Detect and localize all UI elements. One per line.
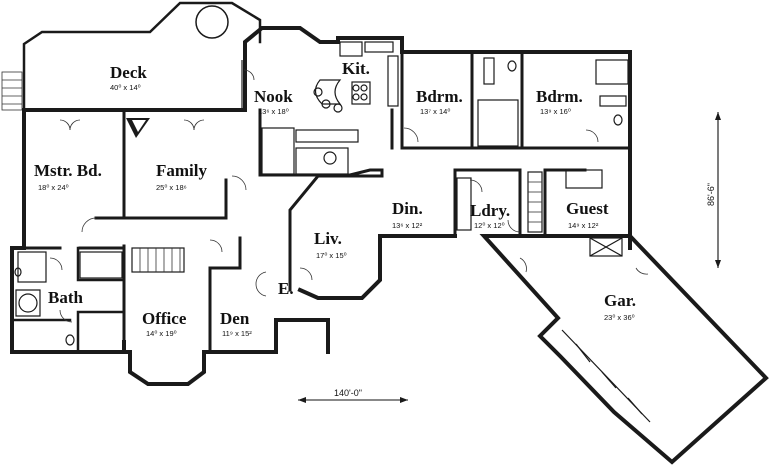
family-size: 25⁰ x 18⁶ [156, 183, 187, 192]
deck-size: 40⁰ x 14⁰ [110, 83, 141, 92]
door-swings [49, 69, 649, 323]
office-label: Office [142, 309, 187, 328]
deck-stairs [1, 71, 23, 111]
garage-outline [479, 234, 769, 465]
dimension-width [298, 397, 408, 403]
entry-label: E. [278, 279, 294, 298]
din-size: 13⁶ x 12² [392, 221, 423, 230]
depth-dimension-label: 86'-6" [706, 183, 716, 206]
kit-label: Kit. [342, 59, 370, 78]
bdrm1-label: Bdrm. [416, 87, 463, 106]
den-label: Den [220, 309, 250, 328]
mstr-size: 18⁰ x 24⁰ [38, 183, 69, 192]
bdrm2-label: Bdrm. [536, 87, 583, 106]
guest-size: 14⁹ x 12² [568, 221, 599, 230]
family-label: Family [156, 161, 207, 180]
dimension-depth [715, 112, 721, 268]
stairs [131, 171, 543, 273]
bath-label: Bath [48, 288, 84, 307]
din-label: Din. [392, 199, 423, 218]
width-dimension-label: 140'-0" [334, 388, 362, 398]
ldry-label: Ldry. [470, 201, 510, 220]
nook-size: 13⁶ x 18⁰ [258, 107, 289, 116]
gar-size: 23⁰ x 36⁰ [604, 313, 635, 322]
den-size: 11⁹ x 15² [222, 329, 252, 338]
exterior-walls [10, 26, 632, 386]
guest-label: Guest [566, 199, 609, 218]
liv-size: 17⁰ x 15⁰ [316, 251, 347, 260]
closets-fixtures [261, 57, 629, 257]
kitchen-fixtures [295, 41, 399, 143]
bdrm2-size: 13⁹ x 16⁰ [540, 107, 571, 116]
office-size: 14⁰ x 19⁰ [146, 329, 177, 338]
deck-outline [22, 1, 262, 112]
nook-label: Nook [254, 87, 293, 106]
liv-label: Liv. [314, 229, 342, 248]
bath-fixtures [14, 251, 123, 346]
gar-label: Gar. [604, 291, 636, 310]
ldry-size: 12⁰ x 12⁰ [474, 221, 505, 230]
mstr-label: Mstr. Bd. [34, 161, 102, 180]
bdrm1-size: 13⁷ x 14⁰ [420, 107, 450, 116]
deck-label: Deck [110, 63, 147, 82]
fireplace-icon [126, 118, 150, 138]
